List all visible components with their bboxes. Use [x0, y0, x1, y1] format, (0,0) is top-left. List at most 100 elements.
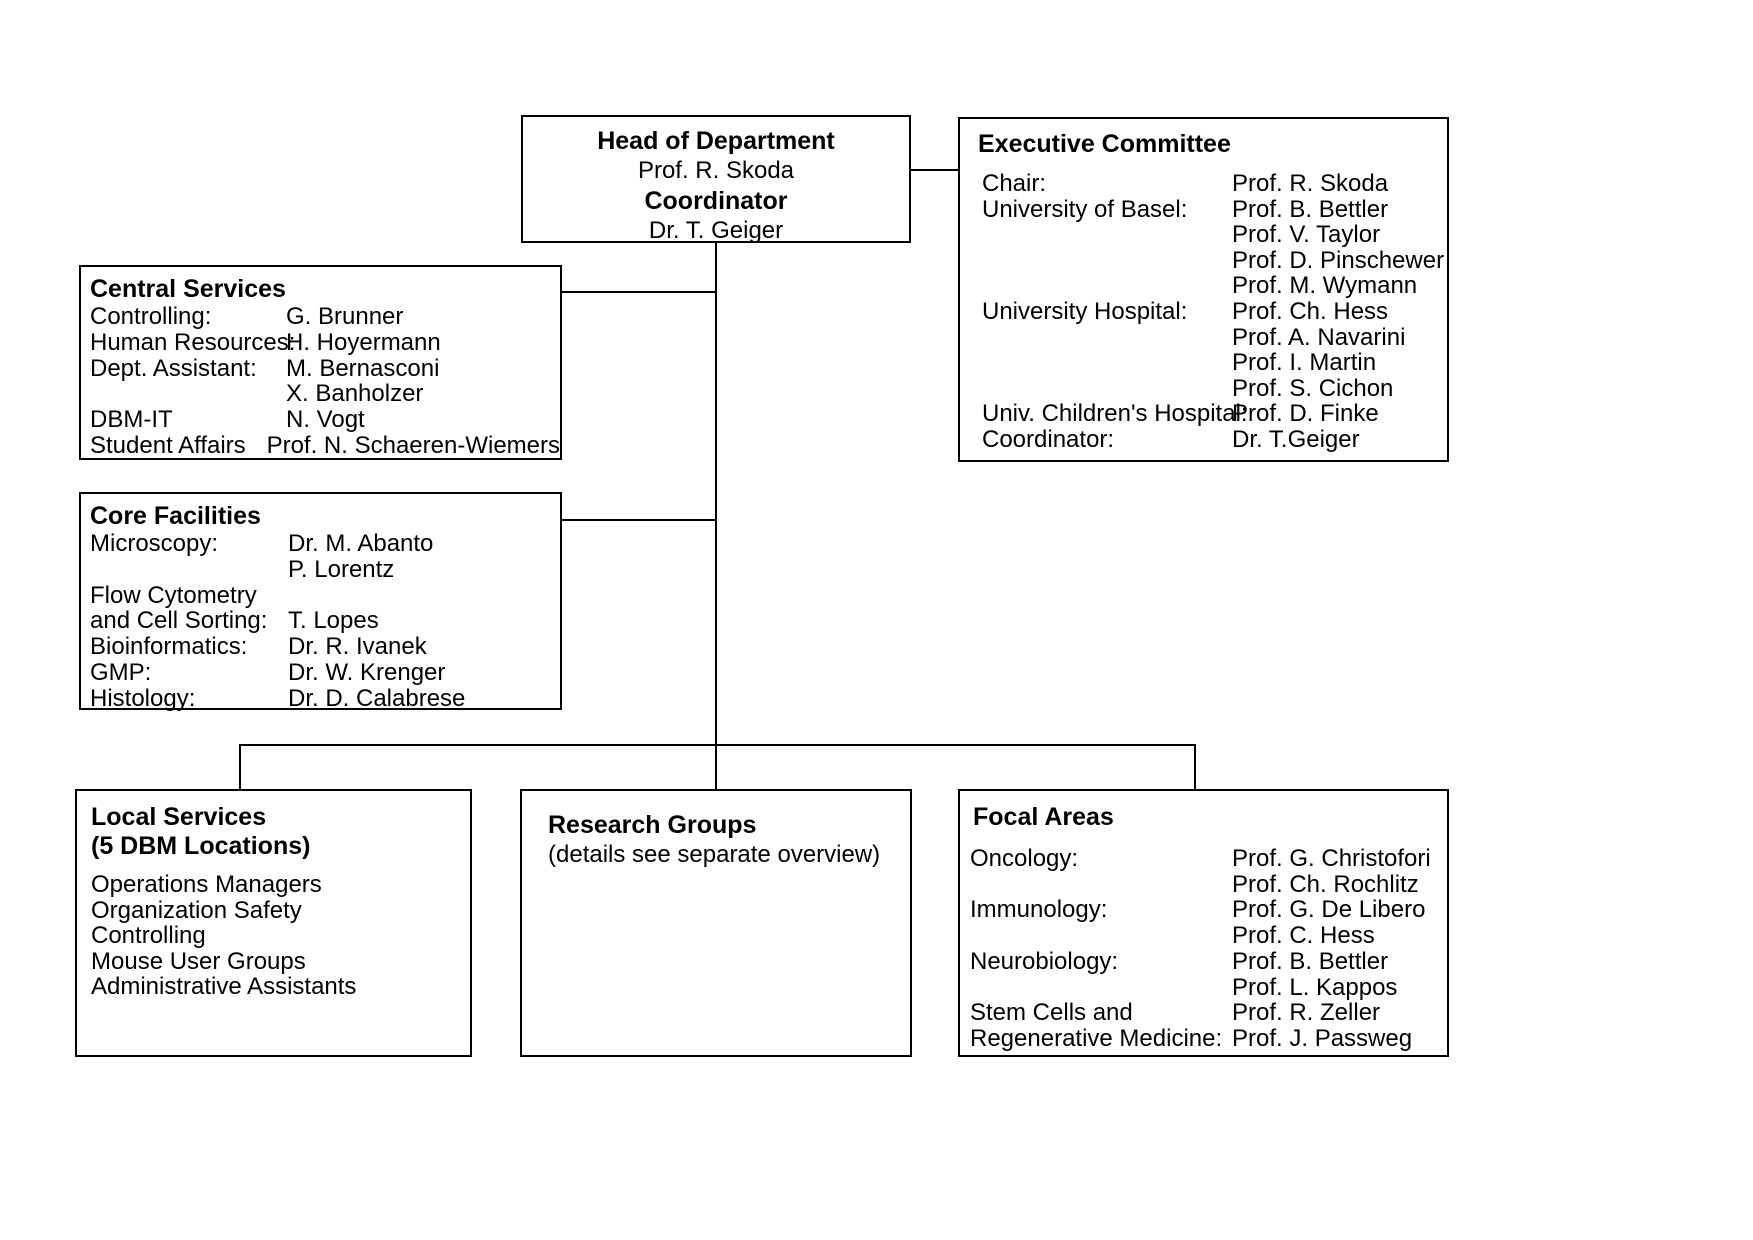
exec-row: Prof. V. Taylor: [960, 222, 1447, 248]
central-services-row-name: G. Brunner: [286, 303, 404, 330]
exec-row: Univ. Children's Hospital: Prof. D. Fink…: [960, 401, 1447, 427]
coordinator-name: Dr. T. Geiger: [648, 217, 784, 244]
focal-areas-row-label: Oncology:: [970, 845, 1079, 872]
focal-areas-row-name: Prof. G. De Libero: [1232, 896, 1426, 924]
core-facilities-row: Bioinformatics: Dr. R. Ivanek: [81, 634, 560, 660]
exec-row-name: Prof. Ch. Hess: [1232, 297, 1389, 325]
exec-row-name: Prof. B. Bettler: [1232, 195, 1389, 223]
core-facilities-row-name: Dr. D. Calabrese: [288, 684, 466, 712]
focal-areas-row-name: Prof. R. Zeller: [1232, 999, 1381, 1027]
exec-row: Coordinator: Dr. T.Geiger: [960, 427, 1447, 453]
exec-row-name: Prof. D. Finke: [1232, 400, 1379, 428]
focal-areas-row: Regenerative Medicine: Prof. J. Passweg: [960, 1026, 1447, 1052]
exec-row-label: [960, 273, 1232, 299]
local-services-title-line2: (5 DBM Locations): [91, 832, 311, 860]
focal-areas-row-label: [960, 872, 1232, 898]
exec-row-name: Prof. D. Pinschewer: [1232, 246, 1445, 274]
coordinator-title: Coordinator: [644, 187, 788, 215]
central-services-row-name: M. Bernasconi: [286, 354, 440, 382]
focal-areas-row: Prof. Ch. Rochlitz: [960, 870, 1447, 898]
exec-row: University of Basel: Prof. B. Bettler: [960, 195, 1447, 223]
connector-bottom-bus: [239, 744, 1196, 746]
core-facilities-row: Histology: Dr. D. Calabrese: [81, 684, 560, 712]
connector-bus-to-focal-areas: [1194, 744, 1196, 791]
exec-row-label: Chair:: [982, 170, 1047, 197]
exec-row-label: [960, 376, 1232, 402]
research-groups-title: Research Groups: [548, 811, 757, 839]
exec-row-label: [960, 325, 1232, 351]
focal-areas-row: Oncology: Prof. G. Christofori: [960, 846, 1447, 872]
local-services-items: Operations Managers Organization Safety …: [77, 872, 470, 1000]
focal-areas-row: Neurobiology: Prof. B. Bettler: [960, 949, 1447, 975]
exec-row-label: University Hospital:: [982, 297, 1188, 325]
exec-row: Prof. S. Cichon: [960, 376, 1447, 402]
executive-committee-rows: Chair: Prof. R. Skoda University of Base…: [960, 171, 1447, 453]
exec-row-name: Prof. S. Cichon: [1232, 374, 1394, 402]
exec-row-name: Prof. V. Taylor: [1232, 221, 1381, 249]
focal-areas-row: Immunology: Prof. G. De Libero: [960, 897, 1447, 923]
focal-areas-row: Prof. L. Kappos: [960, 973, 1447, 1001]
focal-areas-row-name: Prof. B. Bettler: [1232, 947, 1389, 975]
central-services-row: Dept. Assistant: M. Bernasconi: [81, 354, 560, 382]
head-of-department-name: Prof. R. Skoda: [637, 157, 795, 184]
central-services-row-name: Prof. N. Schaeren-Wiemers: [266, 431, 560, 459]
core-facilities-row: GMP: Dr. W. Krenger: [81, 660, 560, 686]
local-services-title-line1: Local Services: [91, 803, 267, 831]
head-of-department-title: Head of Department: [597, 127, 835, 155]
central-services-row-label: DBM-IT: [90, 406, 173, 434]
exec-row: Prof. M. Wymann: [960, 273, 1447, 299]
exec-row-name: Prof. R. Skoda: [1232, 170, 1389, 197]
local-services-item: Operations Managers: [91, 871, 322, 898]
focal-areas-row-name: Prof. J. Passweg: [1232, 1024, 1413, 1052]
core-facilities-row-name: Dr. R. Ivanek: [288, 633, 427, 661]
core-facilities-row-label: GMP:: [90, 658, 152, 686]
exec-row: Chair: Prof. R. Skoda: [960, 171, 1447, 197]
central-services-row-name: H. Hoyermann: [286, 328, 441, 356]
local-services-item: Controlling: [91, 922, 206, 949]
central-services-row-label: Student Affairs: [90, 431, 246, 459]
focal-areas-row-name: Prof. C. Hess: [1232, 922, 1375, 950]
core-facilities-row-label: Flow Cytometry: [90, 581, 257, 609]
head-of-department-box: Head of Department Prof. R. Skoda Coordi…: [521, 115, 911, 244]
central-services-row-name: N. Vogt: [286, 406, 365, 434]
exec-row-label: [960, 350, 1232, 376]
central-services-row-label: [81, 381, 286, 407]
local-services-box: Local Services (5 DBM Locations) Operati…: [75, 789, 472, 1057]
central-services-row: DBM-IT N. Vogt: [81, 407, 560, 433]
core-facilities-row: Microscopy: Dr. M. Abanto: [81, 531, 560, 557]
central-services-row: Controlling: G. Brunner: [81, 304, 560, 330]
local-services-item: Organization Safety: [91, 896, 302, 924]
central-services-row-label: Dept. Assistant:: [90, 354, 257, 382]
focal-areas-row-name: Prof. L. Kappos: [1232, 973, 1398, 1001]
focal-areas-row-label: [960, 923, 1232, 949]
core-facilities-row: and Cell Sorting: T. Lopes: [81, 608, 560, 634]
core-facilities-box: Core Facilities Microscopy: Dr. M. Abant…: [79, 492, 562, 712]
connector-trunk-to-core-facilities: [560, 519, 717, 521]
central-services-row: Human Resources: H. Hoyermann: [81, 328, 560, 356]
focal-areas-row-name: Prof. G. Christofori: [1232, 845, 1431, 872]
core-facilities-title: Core Facilities: [90, 502, 261, 530]
focal-areas-row-label: [960, 975, 1232, 1001]
focal-areas-box: Focal Areas Oncology: Prof. G. Christofo…: [958, 789, 1449, 1057]
focal-areas-row-label: Stem Cells and: [970, 999, 1133, 1027]
core-facilities-row-label: Bioinformatics:: [90, 633, 248, 661]
central-services-title: Central Services: [90, 275, 286, 303]
core-facilities-rows: Microscopy: Dr. M. Abanto P. Lorentz Flo…: [81, 531, 560, 712]
core-facilities-row: Flow Cytometry: [81, 581, 560, 609]
core-facilities-row-name: Dr. W. Krenger: [288, 658, 446, 686]
exec-row-label: [960, 248, 1232, 274]
core-facilities-row-label: Histology:: [90, 684, 196, 712]
focal-areas-rows: Oncology: Prof. G. Christofori Prof. Ch.…: [960, 846, 1447, 1052]
local-services-item: Administrative Assistants: [91, 973, 357, 1000]
exec-row-label: Univ. Children's Hospital:: [982, 400, 1248, 428]
central-services-row-label: Controlling:: [90, 303, 212, 330]
central-services-row: X. Banholzer: [81, 381, 560, 407]
exec-row-label: Coordinator:: [982, 425, 1115, 453]
exec-row: Prof. I. Martin: [960, 350, 1447, 376]
research-groups-subtitle: (details see separate overview): [548, 841, 881, 868]
central-services-rows: Controlling: G. Brunner Human Resources:…: [81, 304, 560, 459]
focal-areas-row-label: Regenerative Medicine:: [970, 1024, 1223, 1052]
focal-areas-row-name: Prof. Ch. Rochlitz: [1232, 870, 1419, 898]
central-services-row-label: Human Resources:: [90, 328, 296, 356]
focal-areas-row-label: Immunology:: [970, 896, 1108, 924]
